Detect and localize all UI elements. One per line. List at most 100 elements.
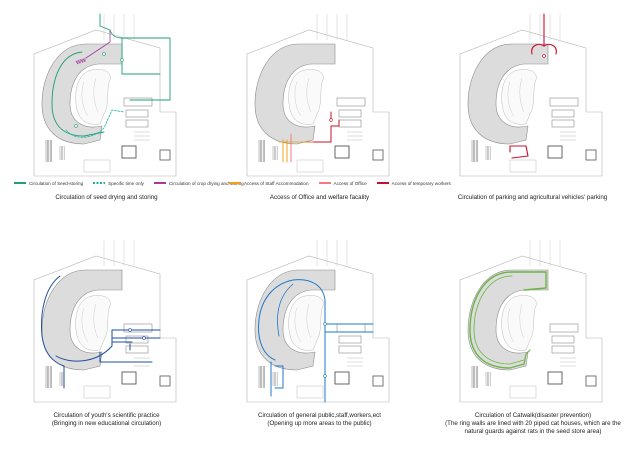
youth-route: [99, 351, 153, 363]
ring-building: [254, 269, 336, 371]
ring-building: [254, 43, 336, 145]
building-block: [551, 345, 575, 354]
hatched-buildings: [258, 366, 278, 388]
diagram-panel-parking: [426, 0, 640, 226]
caption-panel-3: Circulation of parking and agricultural …: [426, 194, 639, 202]
parking-lines: [134, 131, 150, 141]
road-lines: [529, 14, 561, 40]
building-block: [121, 145, 137, 159]
ring-building: [41, 43, 123, 145]
caption-panel-6: Circulation of Catwalk(disaster preventi…: [426, 412, 640, 436]
circulation-overlay: [278, 111, 340, 163]
site-plan: [246, 240, 390, 403]
building-block: [338, 335, 362, 344]
node-marker: [128, 328, 132, 332]
road-lines: [529, 240, 561, 266]
circulation-overlay: [41, 275, 161, 389]
building-block: [121, 371, 137, 385]
circulation-overlay: [258, 279, 374, 403]
building-block: [551, 335, 575, 344]
site-plan: [459, 240, 603, 403]
building-block: [338, 119, 362, 128]
node-marker: [329, 118, 333, 122]
site-boundary: [246, 255, 390, 403]
catwalk-route: [469, 271, 525, 369]
building-block: [334, 145, 350, 159]
site-base: [33, 14, 177, 177]
ring-building: [467, 269, 549, 371]
circulation-overlay: [51, 13, 171, 138]
caption-line: natural guards against rats in the seed …: [464, 428, 602, 435]
diagram-panel-youth-practice: [0, 226, 213, 452]
legend-item-seed: Circulation of Seed-storing: [14, 181, 83, 186]
seed-route: [99, 13, 111, 31]
hatched-buildings: [45, 366, 65, 388]
building-block: [334, 371, 350, 385]
hatched-buildings: [45, 140, 65, 162]
parking-route: [509, 145, 529, 159]
yard-outline: [296, 385, 324, 399]
site-base: [459, 240, 603, 403]
building-block: [549, 323, 579, 333]
catwalk-route: [511, 271, 547, 291]
node-marker: [323, 374, 327, 378]
building-block: [338, 109, 362, 118]
building-block: [159, 149, 171, 161]
site-plan: [246, 14, 390, 177]
site-plan: [33, 13, 177, 177]
caption-line: Circulation of general public,staff,work…: [257, 412, 381, 419]
legend-item-temp: Access of temporary workers: [376, 181, 451, 186]
yard-outline: [83, 159, 111, 173]
legend-item-office: Access of Office: [318, 180, 367, 186]
building-block: [585, 375, 597, 387]
legend-swatch: [153, 182, 166, 184]
legend-item-crop: Circulation of crop drying and storing: [153, 181, 244, 186]
inner-paths: [507, 77, 525, 117]
legend-item-specific: Specific time only: [93, 181, 144, 186]
building-block: [125, 345, 149, 354]
building-block: [125, 109, 149, 118]
inner-court: [288, 69, 324, 125]
legend-swatch: [229, 182, 241, 184]
caption-line: Circulation of youth's scientific practi…: [53, 412, 160, 419]
site-base: [459, 14, 603, 177]
legend-swatch: [14, 182, 26, 184]
building-block: [338, 345, 362, 354]
legend-swatch: [318, 182, 331, 184]
building-block: [336, 97, 366, 107]
public-route: [324, 323, 374, 403]
legend-label: Access of Office: [333, 180, 367, 186]
caption-line: Circulation of Catwalk(disaster preventi…: [474, 412, 592, 419]
circulation-overlay: [509, 13, 557, 159]
site-base: [246, 14, 390, 177]
site-boundary: [33, 29, 177, 177]
legend-panel-2: Access of Staff Accommodation Access of …: [229, 178, 461, 188]
diagram-panel-seed-drying: [0, 0, 213, 226]
hatched-buildings: [471, 366, 491, 388]
inner-paths: [81, 303, 99, 343]
caption-line: (The ring walls are lined with 20 piped …: [445, 420, 621, 427]
node-marker: [102, 52, 106, 56]
building-block: [547, 371, 563, 385]
parking-lines: [347, 131, 363, 141]
caption-line: Circulation of seed drying and storing: [55, 194, 158, 201]
caption-panel-5: Circulation of general public,staff,work…: [213, 412, 426, 428]
ring-building: [467, 43, 549, 145]
building-block: [372, 375, 384, 387]
yard-outline: [83, 385, 111, 399]
building-block: [585, 149, 597, 161]
hatched-buildings: [258, 140, 278, 162]
diagram-panel-catwalk: [426, 226, 640, 452]
legend-label: Specific time only: [108, 180, 144, 186]
building-block: [159, 375, 171, 387]
legend-swatch: [376, 182, 389, 184]
inner-court: [501, 295, 537, 351]
yard-outline: [509, 385, 537, 399]
inner-paths: [294, 303, 312, 343]
legend-swatch: [93, 182, 106, 184]
catwalk-route: [523, 349, 531, 365]
inner-paths: [81, 77, 99, 117]
building-block: [551, 109, 575, 118]
ring-building: [41, 269, 123, 371]
node-marker: [74, 124, 78, 128]
